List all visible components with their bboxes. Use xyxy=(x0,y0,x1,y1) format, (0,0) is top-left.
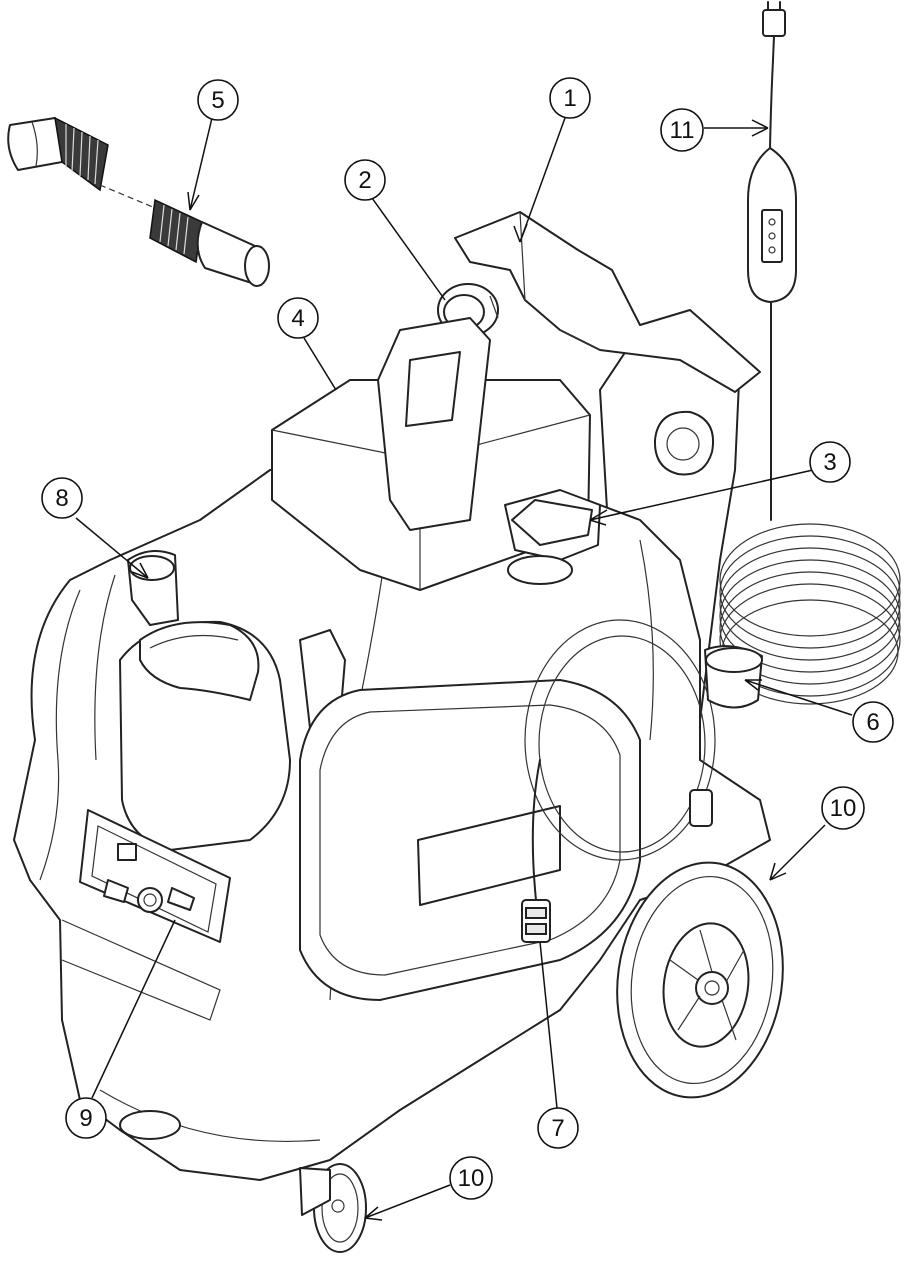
front-caster xyxy=(299,1163,367,1253)
callout-label: 8 xyxy=(55,485,68,512)
callout-7: 7 xyxy=(537,1107,579,1149)
callout-10-front-caster: 10 xyxy=(449,1156,493,1200)
tray xyxy=(271,317,591,591)
machine-body xyxy=(13,211,771,1181)
callout-10-rear-wheel: 10 xyxy=(821,786,865,830)
callout-label: 11 xyxy=(670,117,695,144)
callout-9: 9 xyxy=(65,1097,107,1139)
control-panel xyxy=(79,809,231,943)
callout-label: 10 xyxy=(458,1165,485,1192)
fill-cap xyxy=(504,489,601,585)
rear-wheel xyxy=(616,861,784,1099)
callout-label: 3 xyxy=(823,449,836,476)
front-caster-left xyxy=(119,1110,181,1140)
power-cord xyxy=(719,1,901,705)
quick-connector xyxy=(521,899,551,943)
callout-4: 4 xyxy=(277,297,319,339)
callout-8: 8 xyxy=(41,477,83,519)
callout-label: 2 xyxy=(358,167,371,194)
callout-6: 6 xyxy=(852,701,894,743)
callout-label: 7 xyxy=(551,1115,564,1142)
callout-3: 3 xyxy=(809,441,851,483)
callout-label: 6 xyxy=(866,709,879,736)
callout-label: 1 xyxy=(563,85,576,112)
callout-label: 10 xyxy=(830,795,857,822)
callout-label: 9 xyxy=(79,1105,92,1132)
callout-label: 4 xyxy=(291,305,304,332)
callout-11: 11 xyxy=(660,108,704,152)
callout-1: 1 xyxy=(549,77,591,119)
leader-lines xyxy=(75,117,853,1221)
hose-assembly xyxy=(7,116,270,287)
callout-5: 5 xyxy=(197,79,239,121)
callout-2: 2 xyxy=(344,159,386,201)
callout-label: 5 xyxy=(211,87,224,114)
